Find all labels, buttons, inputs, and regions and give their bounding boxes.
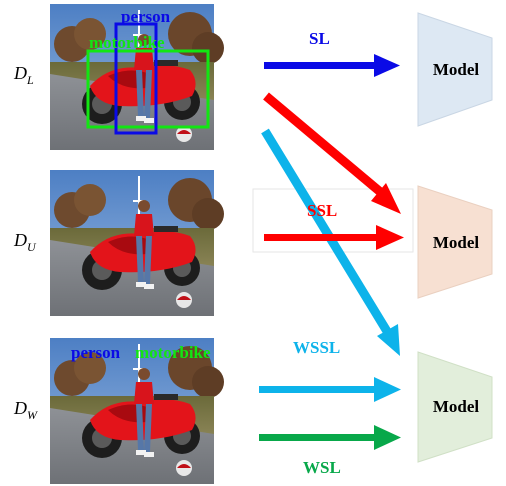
motorbike-bounding-box — [86, 49, 210, 129]
person-tag: person — [71, 343, 121, 362]
svg-text:DL: DL — [13, 63, 34, 87]
cyan-diagonal-arrow — [261, 128, 400, 356]
row-label-dl-main: D — [13, 63, 27, 83]
model-shape-wsl — [417, 351, 493, 463]
model-shape-sl — [417, 12, 493, 127]
wssl-label: WSSL — [293, 338, 340, 357]
row-label-du-sub: U — [27, 240, 37, 254]
svg-text:DU: DU — [13, 230, 37, 254]
row-label-dw-sub: W — [27, 408, 38, 422]
ssl-label: SSL — [307, 201, 337, 220]
row-label-dl-sub: L — [26, 73, 34, 87]
model-block-ssl: Model — [417, 185, 493, 299]
wsl-arrow — [259, 425, 401, 450]
wsl-label: WSL — [303, 458, 341, 477]
red-diagonal-arrow — [263, 92, 401, 214]
motorbike-box-label: motorbike — [89, 33, 165, 52]
unlabeled-image — [50, 170, 224, 316]
person-bounding-box — [114, 22, 158, 135]
model-label-wsl: Model — [433, 397, 480, 416]
model-label-ssl: Model — [433, 233, 480, 252]
sl-arrow — [264, 54, 400, 77]
svg-text:DW: DW — [13, 398, 38, 422]
motorbike-tag: motorbike — [135, 343, 211, 362]
wssl-arrow — [259, 377, 401, 402]
model-block-sl: Model — [417, 12, 493, 127]
model-shape-ssl — [417, 185, 493, 299]
row-label-du: DU — [13, 230, 37, 254]
person-box-label: person — [121, 7, 171, 26]
row-label-dw: DW — [13, 398, 38, 422]
row-label-du-main: D — [13, 230, 27, 250]
row-label-dw-main: D — [13, 398, 27, 418]
ssl-arrow — [264, 225, 404, 250]
model-block-wsl: Model — [417, 351, 493, 463]
sl-label: SL — [309, 29, 330, 48]
model-label-sl: Model — [433, 60, 480, 79]
row-label-dl: DL — [13, 63, 34, 87]
